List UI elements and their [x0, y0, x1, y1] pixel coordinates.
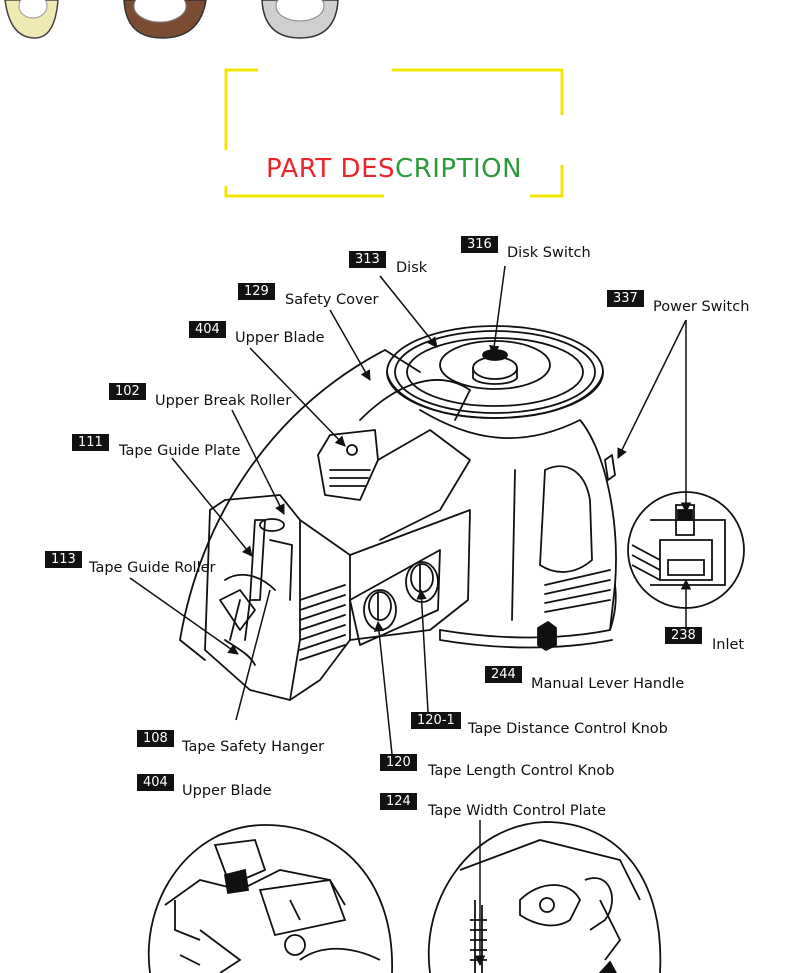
callout-label-tape-width-control-plate: Tape Width Control Plate [428, 803, 607, 819]
page-title: PART DESCRIPTION [226, 154, 562, 184]
callout-id-tape-safety-hanger: 108 [137, 730, 174, 747]
callout-id-tape-guide-roller: 113 [45, 551, 82, 568]
callout-label-tape-guide-roller: Tape Guide Roller [89, 560, 216, 576]
callout-label-upper-blade: Upper Blade [235, 330, 325, 346]
callout-label-upper-blade-detail: Upper Blade [182, 783, 272, 799]
tape-roll-white [261, 0, 339, 39]
title-part-green: CRIPTION [395, 154, 523, 184]
callout-label-tape-guide-plate: Tape Guide Plate [119, 443, 241, 459]
callout-id-upper-break-roller: 102 [109, 383, 146, 400]
callout-id-power-switch: 337 [607, 290, 644, 307]
callout-id-tape-distance-control-knob: 120-1 [411, 712, 461, 729]
upper-blade-zoom [147, 824, 393, 973]
callout-label-tape-safety-hanger: Tape Safety Hanger [182, 739, 325, 755]
callout-id-upper-blade: 404 [189, 321, 226, 338]
title-frame [224, 68, 564, 198]
callout-label-manual-lever-handle: Manual Lever Handle [531, 676, 685, 692]
callout-id-disk-switch: 316 [461, 236, 498, 253]
callout-id-tape-length-control-knob: 120 [380, 754, 417, 771]
callout-id-safety-cover: 129 [238, 283, 275, 300]
callout-label-safety-cover: Safety Cover [285, 292, 379, 308]
tape-roll-clear [4, 0, 59, 39]
callout-id-tape-guide-plate: 111 [72, 434, 109, 451]
title-part-red: PART DES [265, 154, 396, 184]
callout-id-upper-blade-detail: 404 [137, 774, 174, 791]
callout-label-tape-distance-control-knob: Tape Distance Control Knob [468, 721, 668, 737]
callout-id-tape-width-control-plate: 124 [380, 793, 417, 810]
callout-label-tape-length-control-knob: Tape Length Control Knob [428, 763, 615, 779]
callout-label-power-switch: Power Switch [653, 299, 750, 315]
callout-id-manual-lever-handle: 244 [485, 666, 522, 683]
callout-id-inlet: 238 [665, 627, 702, 644]
callout-label-disk-switch: Disk Switch [507, 245, 591, 261]
callout-label-disk: Disk [396, 260, 428, 276]
callout-label-upper-break-roller: Upper Break Roller [155, 393, 292, 409]
callout-id-disk: 313 [349, 251, 386, 268]
width-plate-zoom [427, 821, 662, 973]
title-block: PART DESCRIPTION [226, 70, 562, 196]
callout-label-inlet: Inlet [712, 637, 745, 653]
tape-roll-brown [123, 0, 207, 39]
